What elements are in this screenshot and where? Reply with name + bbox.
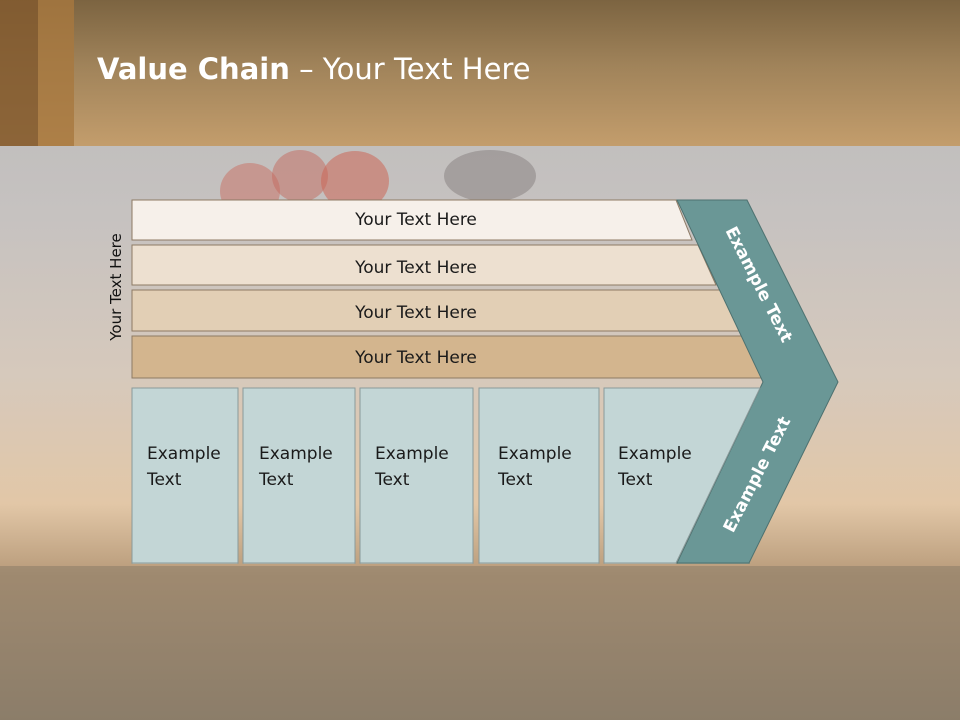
- row-banner-2[interactable]: [131, 244, 717, 286]
- reflected-box-4-line2: Text: [497, 636, 533, 656]
- balloon-shape: [321, 151, 389, 211]
- header-accent-bar: [0, 0, 38, 146]
- row-label-2: Your Text Here: [354, 258, 477, 278]
- reflected-box-4: [478, 562, 600, 720]
- example-box-1[interactable]: [131, 387, 239, 564]
- example-box-2[interactable]: [242, 387, 356, 564]
- reflected-box-1-line1: Example: [147, 662, 221, 682]
- title-bold: Value Chain: [97, 52, 290, 86]
- example-box-3-line2: Text: [374, 470, 410, 490]
- example-box-1-line2: Text: [146, 470, 182, 490]
- example-box-4[interactable]: [478, 387, 600, 564]
- reflected-box-2-line1: Example: [259, 662, 333, 682]
- row-label-3: Your Text Here: [354, 303, 477, 323]
- header-accent-bar: [38, 0, 74, 146]
- reflected-box-5-line1: Example: [618, 662, 692, 682]
- example-box-3[interactable]: [359, 387, 474, 564]
- example-box-1-line1: Example: [147, 444, 221, 464]
- reflected-box-4-line1: Example: [498, 662, 572, 682]
- row-banner-1[interactable]: [131, 199, 693, 241]
- balloon-shape: [272, 150, 328, 202]
- reflected-chevron: [676, 562, 807, 720]
- reflected-box-3: [359, 562, 474, 720]
- figure-silhouette: [444, 150, 536, 202]
- reflected-box-1-line2: Text: [146, 636, 182, 656]
- reflected-box-5: [603, 562, 752, 720]
- reflected-box-5-line2: Text: [617, 636, 653, 656]
- row-label-4: Your Text Here: [354, 348, 477, 368]
- example-box-5-line2: Text: [617, 470, 653, 490]
- example-box-2-line1: Example: [259, 444, 333, 464]
- reflected-box-3-line1: Example: [375, 662, 449, 682]
- example-box-3-line1: Example: [375, 444, 449, 464]
- title-rest: – Your Text Here: [289, 52, 531, 86]
- reflected-box-2: [242, 562, 356, 720]
- reflected-box-3-line2: Text: [374, 636, 410, 656]
- example-box-4-line1: Example: [498, 444, 572, 464]
- reflected-box-2-line2: Text: [258, 636, 294, 656]
- reflected-box-1: [131, 562, 239, 720]
- diagram-reflection: Example Text Example Text Example Text E…: [131, 562, 807, 720]
- title-bar: Value Chain – Your Text Here: [0, 0, 960, 146]
- row-label-1: Your Text Here: [354, 210, 477, 230]
- example-box-2-line2: Text: [258, 470, 294, 490]
- example-box-5-line1: Example: [618, 444, 692, 464]
- slide-title: Value Chain – Your Text Here: [97, 52, 531, 86]
- example-box-4-line2: Text: [497, 470, 533, 490]
